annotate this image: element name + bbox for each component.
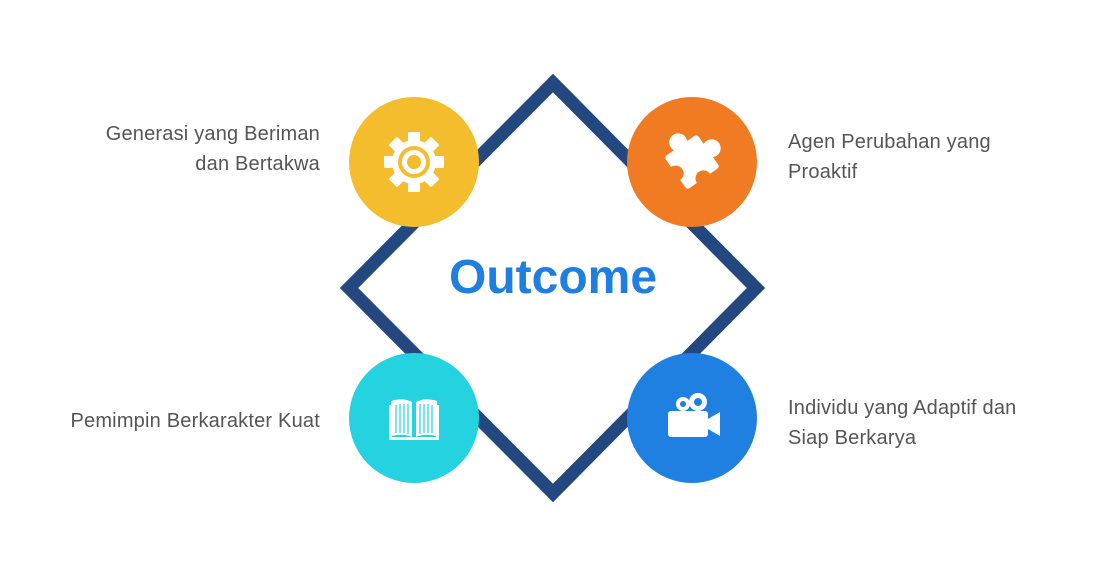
center-title: Outcome bbox=[448, 251, 658, 304]
outcome-node-leader bbox=[349, 353, 479, 483]
label-line: Siap Berkarya bbox=[788, 427, 917, 449]
label-change-agent: Agen Perubahan yang Proaktif bbox=[788, 127, 1088, 187]
outcome-node-change-agent bbox=[627, 97, 757, 227]
open-book-icon bbox=[389, 399, 439, 440]
label-line: Pemimpin Berkarakter Kuat bbox=[70, 410, 320, 432]
outcome-node-adaptive bbox=[627, 353, 757, 483]
label-leader: Pemimpin Berkarakter Kuat bbox=[20, 406, 320, 436]
label-line: Proaktif bbox=[788, 161, 858, 183]
label-line: dan Bertakwa bbox=[195, 153, 320, 175]
gear-icon bbox=[384, 132, 444, 192]
label-line: Generasi yang Beriman bbox=[105, 123, 320, 145]
label-line: Individu yang Adaptif dan bbox=[788, 397, 1017, 419]
outcome-node-faith bbox=[349, 97, 479, 227]
node-circle bbox=[349, 353, 479, 483]
label-faith: Generasi yang Beriman dan Bertakwa bbox=[40, 119, 320, 179]
label-adaptive: Individu yang Adaptif dan Siap Berkarya bbox=[788, 393, 1088, 453]
label-line: Agen Perubahan yang bbox=[788, 131, 991, 153]
video-camera-icon bbox=[668, 393, 720, 437]
puzzle-piece-icon bbox=[665, 133, 721, 189]
